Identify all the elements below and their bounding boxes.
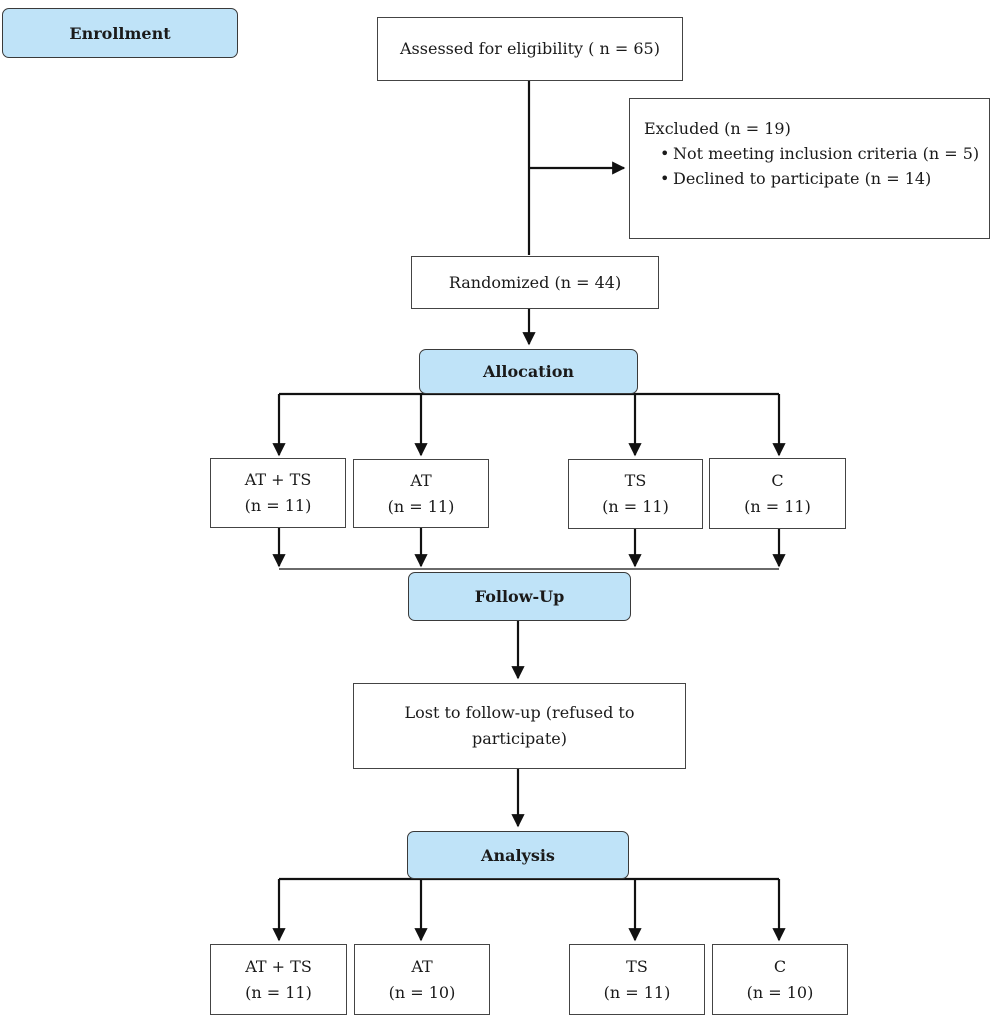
allocation-group-box: C (n = 11): [709, 458, 846, 529]
group-count: (n = 11): [602, 497, 669, 516]
assessed-box: Assessed for eligibility ( n = 65): [377, 17, 683, 81]
group-name: TS: [626, 956, 648, 976]
group-count: (n = 11): [244, 496, 312, 515]
excluded-item: Declined to participate (n = 14): [660, 166, 989, 191]
analysis-group-box: C (n = 10): [712, 944, 848, 1015]
group-name: C: [773, 956, 787, 976]
group-count: (n = 10): [746, 982, 814, 1002]
group-name: TS: [624, 471, 647, 490]
group-name: AT: [410, 470, 432, 490]
stage-analysis: Analysis: [407, 831, 629, 879]
assessed-label: Assessed for eligibility ( n = 65): [400, 39, 660, 58]
group-count: (n = 10): [388, 982, 456, 1002]
group-count: (n = 11): [744, 496, 811, 516]
group-count: (n = 11): [245, 982, 312, 1002]
allocation-group-box: AT (n = 11): [353, 459, 489, 528]
group-name: C: [771, 470, 784, 490]
lost-to-follow-up-box: Lost to follow-up (refused to participat…: [353, 683, 686, 769]
allocation-group-box: AT + TS (n = 11): [210, 458, 346, 528]
stage-follow-up: Follow-Up: [408, 572, 631, 621]
excluded-item: Not meeting inclusion criteria (n = 5): [660, 141, 989, 166]
randomized-label: Randomized (n = 44): [448, 272, 622, 292]
analysis-group-box: AT (n = 10): [354, 944, 490, 1015]
analysis-group-box: AT + TS (n = 11): [210, 944, 347, 1015]
lost-to-follow-up-line: participate): [472, 729, 567, 748]
randomized-box: Randomized (n = 44): [411, 256, 659, 309]
group-name: AT + TS: [245, 956, 312, 976]
allocation-group-box: TS (n = 11): [568, 459, 703, 529]
group-name: AT: [411, 956, 433, 976]
group-count: (n = 11): [603, 982, 671, 1002]
stage-enrollment: Enrollment: [2, 8, 238, 58]
lost-to-follow-up-line: Lost to follow-up (refused to: [404, 703, 635, 722]
analysis-group-box: TS (n = 11): [569, 944, 705, 1015]
group-name: AT + TS: [244, 470, 312, 489]
excluded-list: Not meeting inclusion criteria (n = 5) D…: [644, 141, 989, 191]
group-count: (n = 11): [387, 496, 455, 516]
excluded-box: Excluded (n = 19) Not meeting inclusion …: [629, 98, 990, 239]
stage-allocation: Allocation: [419, 349, 638, 394]
excluded-title: Excluded (n = 19): [644, 119, 791, 138]
